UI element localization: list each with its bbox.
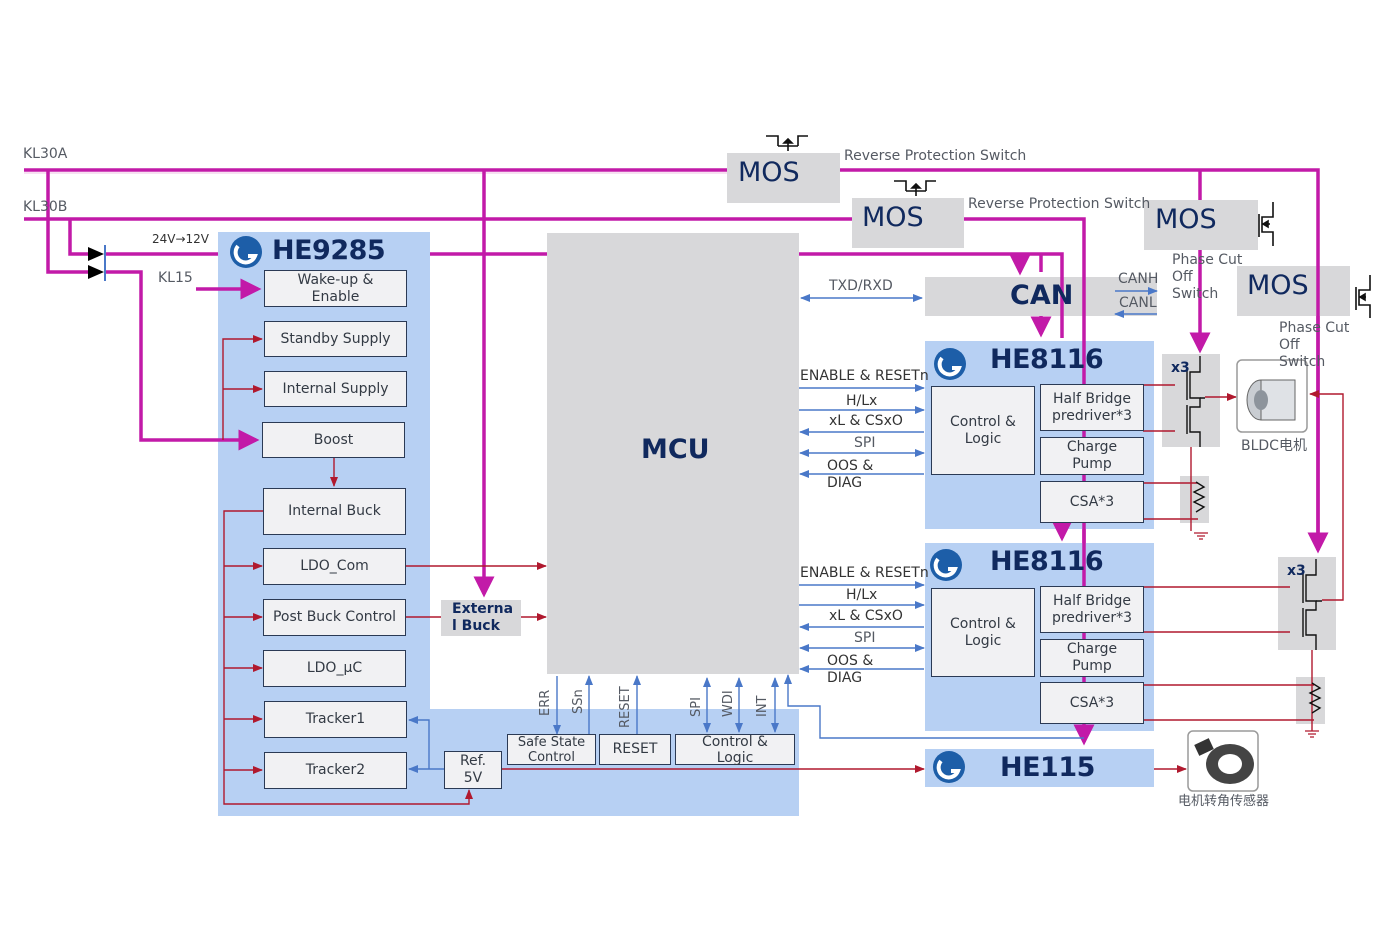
mos-phase-1 <box>1144 200 1258 250</box>
ref-5v-block: Ref.5V <box>444 751 502 789</box>
power-rails <box>24 168 1329 746</box>
tracker1-block: Tracker1 <box>264 701 407 738</box>
can-label: CAN <box>1010 280 1074 311</box>
he8116-2-signal-spi: SPI <box>854 630 876 646</box>
diode-icon-1 <box>88 245 106 263</box>
mos-label-4: MOS <box>1247 270 1309 301</box>
tracker2-block: Tracker2 <box>264 752 407 789</box>
power-stage-1-multiplier: x3 <box>1171 360 1190 376</box>
mos-reverse-1 <box>727 153 840 203</box>
company-logo-icon-he115 <box>933 751 965 783</box>
external-buck-block <box>441 600 521 636</box>
he8116-1-signal-spi: SPI <box>854 435 876 451</box>
signal-wdi: WDI <box>721 690 736 717</box>
he8116-2-signal-xl-csxo: xL & CSxO <box>829 608 903 624</box>
canl-label: CANL <box>1119 295 1157 311</box>
mos-caption-2: Reverse Protection Switch <box>968 196 1151 212</box>
kl15-label: KL15 <box>158 270 193 286</box>
he8116-title-1: HE8116 <box>990 344 1104 375</box>
company-logo-icon-he9285 <box>230 236 262 268</box>
ground-icon-1 <box>1194 532 1208 540</box>
kl30a-label: KL30A <box>23 146 68 162</box>
reset-block: RESET <box>599 734 671 765</box>
mosfet-icon-1 <box>766 135 808 151</box>
he8116-title-2: HE8116 <box>990 546 1104 577</box>
mos-caption-3: Phase Cut Off Switch <box>1172 252 1243 302</box>
ldo-uc-block: LDO_µC <box>263 650 406 687</box>
he8116-1-signal-enable: ENABLE & RESETn <box>800 368 929 384</box>
voltage-conversion-label: 24V→12V <box>152 232 210 246</box>
he8116-2-control-logic-block: Control &Logic <box>931 588 1035 677</box>
bldc-motor-icon <box>1236 359 1308 433</box>
mos-label-3: MOS <box>1155 204 1217 235</box>
mcu-block <box>547 233 799 674</box>
signal-err: ERR <box>538 689 553 716</box>
he8116-1-signal-hlx: H/Lx <box>846 393 878 409</box>
signal-ssn: SSn <box>571 689 586 714</box>
mos-label-1: MOS <box>738 157 800 188</box>
signal-reset: RESET <box>618 686 633 728</box>
bldc-motor-label: BLDC电机 <box>1241 438 1307 454</box>
post-buck-control-block: Post Buck Control <box>263 599 406 636</box>
mos-reverse-2 <box>852 198 964 248</box>
he8116-2-signal-enable: ENABLE & RESETn <box>800 565 929 581</box>
he8116-1-signal-oos: OOS & DIAG <box>827 458 874 491</box>
mosfet-icon-4 <box>1355 275 1371 318</box>
mcu-label: MCU <box>641 434 710 465</box>
can-block <box>925 277 1157 316</box>
he8116-2-signal-oos: OOS & DIAG <box>827 653 874 686</box>
shunt-resistor-icon-1 <box>1192 481 1206 513</box>
mos-phase-2 <box>1237 266 1350 316</box>
external-buck-label: Externa l Buck <box>452 601 514 634</box>
shunt-1 <box>1180 476 1209 523</box>
signal-spi: SPI <box>689 697 704 717</box>
power-stage-2-multiplier: x3 <box>1287 563 1306 579</box>
wakeup-enable-block: Wake-up &Enable <box>264 270 407 307</box>
he8116-1-control-logic-block: Control &Logic <box>931 386 1035 475</box>
canh-label: CANH <box>1118 271 1159 287</box>
mosfet-icon-2 <box>894 180 936 196</box>
txd-rxd-label: TXD/RXD <box>829 278 893 294</box>
mos-label-2: MOS <box>862 202 924 233</box>
internal-buck-block: Internal Buck <box>263 488 406 535</box>
mos-caption-1: Reverse Protection Switch <box>844 148 1027 164</box>
he9285-title: HE9285 <box>272 235 386 266</box>
signal-int: INT <box>755 695 770 718</box>
shunt-resistor-icon-2 <box>1308 682 1322 714</box>
mos-caption-4: Phase Cut Off Switch <box>1279 320 1350 370</box>
company-logo-icon-he8116-1 <box>934 348 966 380</box>
diode-icon-2 <box>88 263 106 281</box>
he8116-1-csa-block: CSA*3 <box>1040 481 1144 523</box>
half-bridge-icon-1 <box>1186 356 1205 447</box>
company-logo-icon-he8116-2 <box>930 549 962 581</box>
standby-supply-block: Standby Supply <box>264 321 407 357</box>
internal-supply-block: Internal Supply <box>264 371 407 407</box>
angle-sensor-icon <box>1187 730 1259 792</box>
boost-block: Boost <box>262 422 405 458</box>
ldo-com-block: LDO_Com <box>263 548 406 585</box>
half-bridge-icon-2 <box>1302 559 1322 650</box>
mosfet-icon-3 <box>1258 202 1274 246</box>
kl30b-label: KL30B <box>23 199 68 215</box>
he8116-2-signal-hlx: H/Lx <box>846 587 878 603</box>
ground-icon-2 <box>1305 730 1319 738</box>
he8116-1-signal-xl-csxo: xL & CSxO <box>829 413 903 429</box>
he8116-2-csa-block: CSA*3 <box>1040 682 1144 724</box>
he9285-control-logic-block: Control &Logic <box>675 734 795 766</box>
angle-sensor-label: 电机转角传感器 <box>1178 794 1270 809</box>
he115-title: HE115 <box>1000 752 1095 783</box>
